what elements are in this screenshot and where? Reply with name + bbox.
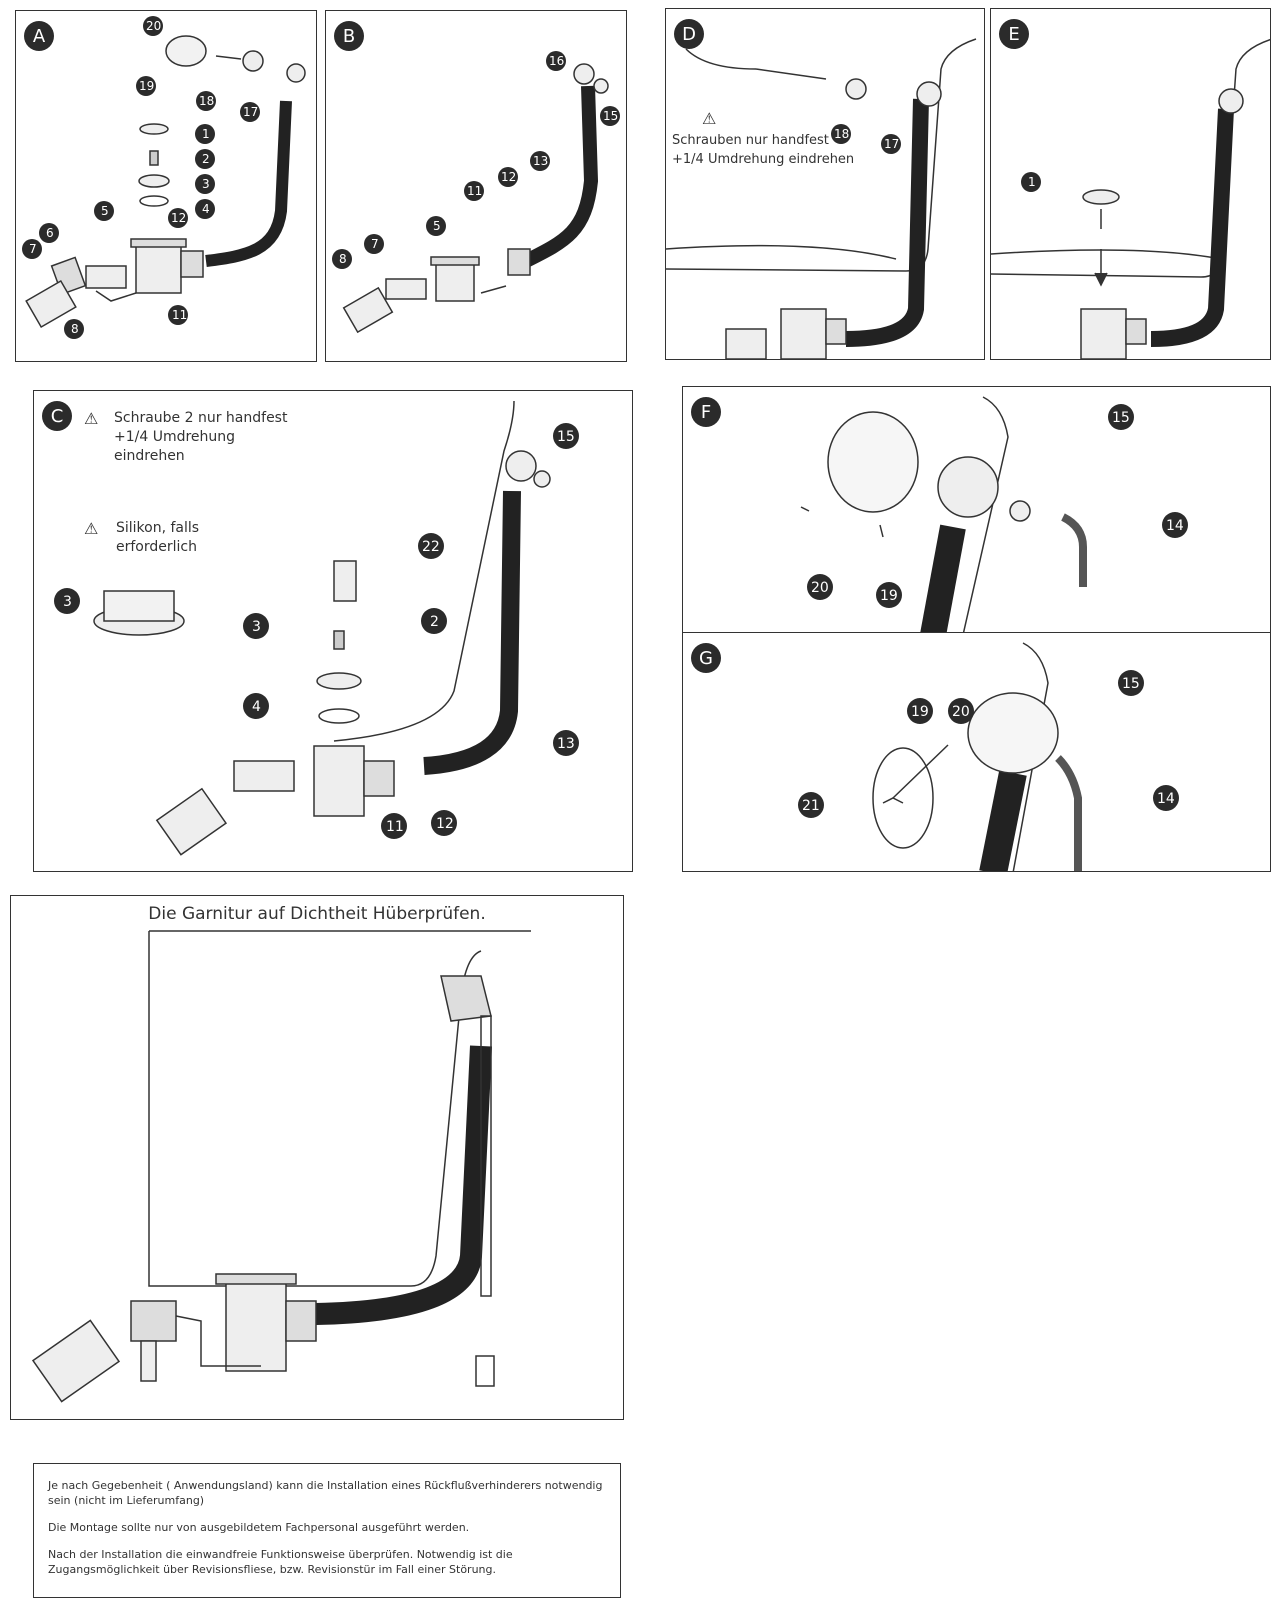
svg-text:1: 1: [1028, 175, 1036, 189]
svg-text:19: 19: [139, 79, 154, 93]
svg-text:17: 17: [884, 137, 899, 151]
svg-text:13: 13: [533, 154, 548, 168]
svg-text:7: 7: [371, 237, 379, 251]
svg-text:15: 15: [557, 429, 575, 445]
warning-icon: ⚠: [84, 521, 99, 538]
panel-b: 16 15 13 12 11 5 7 8 B: [325, 10, 627, 362]
panel-d-drawing: 18 17: [666, 38, 977, 359]
svg-text:20: 20: [146, 19, 161, 33]
panel-leak-check: Die Garnitur auf Dichtheit Hüberprüfen.: [10, 895, 624, 1420]
panel-f-drawing: 15 14 20 19: [800, 396, 1188, 633]
panel-c-screw-note: Schraube 2 nur handfest +1/4 Umdrehung e…: [114, 410, 288, 464]
panel-b-drawing: 16 15 13 12 11 5 7 8: [332, 51, 620, 334]
svg-text:20: 20: [952, 704, 970, 720]
svg-text:12: 12: [436, 816, 454, 832]
svg-text:22: 22: [422, 539, 440, 555]
svg-text:1: 1: [202, 127, 210, 141]
svg-text:3: 3: [202, 177, 210, 191]
svg-text:2: 2: [430, 614, 439, 630]
panel-e-label: E: [999, 19, 1029, 49]
svg-text:20: 20: [811, 580, 829, 596]
svg-text:13: 13: [557, 736, 575, 752]
svg-text:4: 4: [202, 202, 210, 216]
panel-e: 1 E: [990, 8, 1271, 360]
svg-text:7: 7: [29, 242, 37, 256]
svg-text:8: 8: [339, 252, 347, 266]
warning-icon: ⚠: [702, 111, 717, 128]
svg-text:11: 11: [386, 819, 404, 835]
svg-text:14: 14: [1166, 518, 1184, 534]
svg-text:19: 19: [880, 588, 898, 604]
svg-text:17: 17: [243, 105, 258, 119]
svg-text:12: 12: [171, 211, 186, 225]
svg-text:16: 16: [549, 54, 564, 68]
panel-a-label: A: [24, 21, 54, 51]
svg-text:21: 21: [802, 798, 820, 814]
panel-f-label: F: [691, 397, 721, 427]
notice-function-check: Nach der Installation die einwandfreie F…: [48, 1548, 513, 1576]
warning-icon: ⚠: [84, 411, 99, 428]
svg-text:18: 18: [199, 94, 214, 108]
installation-notice: Je nach Gegebenheit ( Anwendungsland) ka…: [33, 1463, 621, 1598]
panel-c-label: C: [42, 401, 72, 431]
panel-b-label: B: [334, 21, 364, 51]
svg-text:11: 11: [467, 184, 482, 198]
svg-text:19: 19: [911, 704, 929, 720]
svg-text:3: 3: [252, 619, 261, 635]
panel-d-note: Schrauben nur handfest +1/4 Umdrehung ei…: [672, 133, 855, 167]
svg-text:2: 2: [202, 152, 210, 166]
notice-backflow: Je nach Gegebenheit ( Anwendungsland) ka…: [48, 1479, 603, 1507]
svg-text:15: 15: [603, 109, 618, 123]
svg-text:4: 4: [252, 699, 261, 715]
svg-text:11: 11: [172, 308, 187, 322]
svg-text:3: 3: [63, 594, 72, 610]
panel-g-drawing: 19 20 15 14 21: [798, 642, 1179, 871]
svg-text:12: 12: [501, 170, 516, 184]
panel-a-drawing: 20 19 18 17 1 2 3 4 5 6 7 8 12 11: [22, 16, 306, 339]
panel-g: 19 20 15 14 21 G: [682, 632, 1271, 872]
panel-c: 15 22 3 3 2 4 13 11 12 C ⚠ Schraube 2 nu…: [33, 390, 633, 872]
panel-d-label: D: [674, 19, 704, 49]
svg-text:6: 6: [46, 226, 54, 240]
panel-e-drawing: 1: [991, 38, 1270, 359]
svg-text:5: 5: [433, 219, 441, 233]
svg-text:14: 14: [1157, 791, 1175, 807]
leak-check-title: Die Garnitur auf Dichtheit Hüberprüfen.: [148, 904, 486, 924]
svg-text:15: 15: [1122, 676, 1140, 692]
svg-text:8: 8: [71, 322, 79, 336]
panel-a: 20 19 18 17 1 2 3 4 5 6 7 8 12 11 A: [15, 10, 317, 362]
leak-check-drawing: [31, 930, 531, 1403]
panel-f: 15 14 20 19 F: [682, 386, 1271, 634]
panel-g-label: G: [691, 643, 721, 673]
panel-c-drawing: 15 22 3 3 2 4 13 11 12: [54, 400, 579, 856]
panel-d: 18 17 D ⚠ Schrauben nur handfest +1/4 Um…: [665, 8, 985, 360]
panel-c-silicone-note: Silikon, falls erforderlich: [116, 520, 200, 555]
notice-qualified-staff: Die Montage sollte nur von ausgebildetem…: [48, 1521, 470, 1534]
svg-text:15: 15: [1112, 410, 1130, 426]
svg-text:18: 18: [834, 127, 849, 141]
svg-text:5: 5: [101, 204, 109, 218]
